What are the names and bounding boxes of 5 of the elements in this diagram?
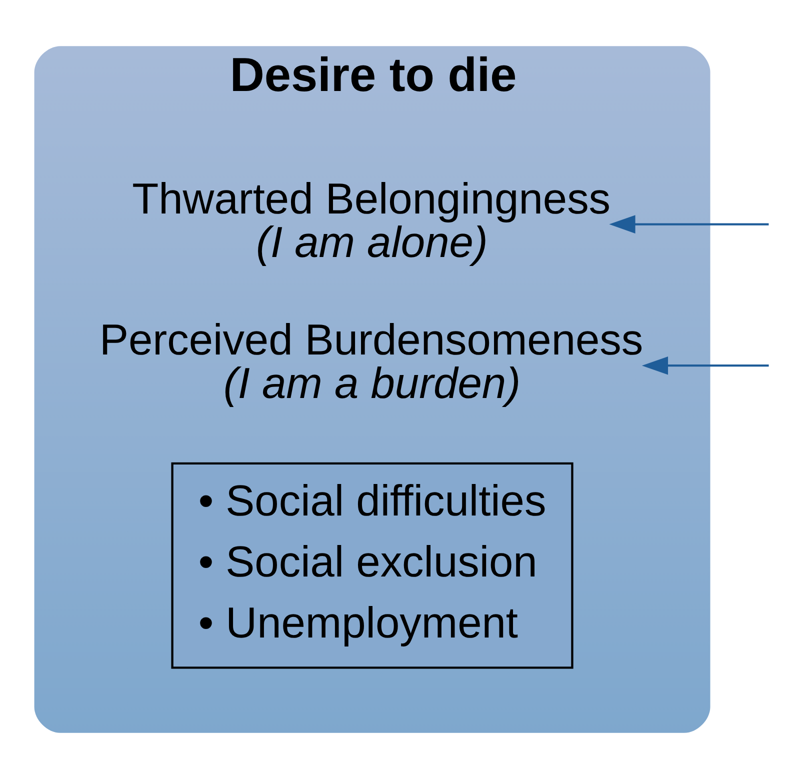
arrow [642, 356, 769, 374]
arrow [609, 214, 769, 233]
node-text: Thwarted Belongingness (I am alone) [132, 174, 611, 266]
node-box: • Social difficulties • Social exclusion • Unemployment [171, 462, 574, 668]
node-text: Perceived Burdensomeness (I am a burden) [99, 316, 644, 408]
